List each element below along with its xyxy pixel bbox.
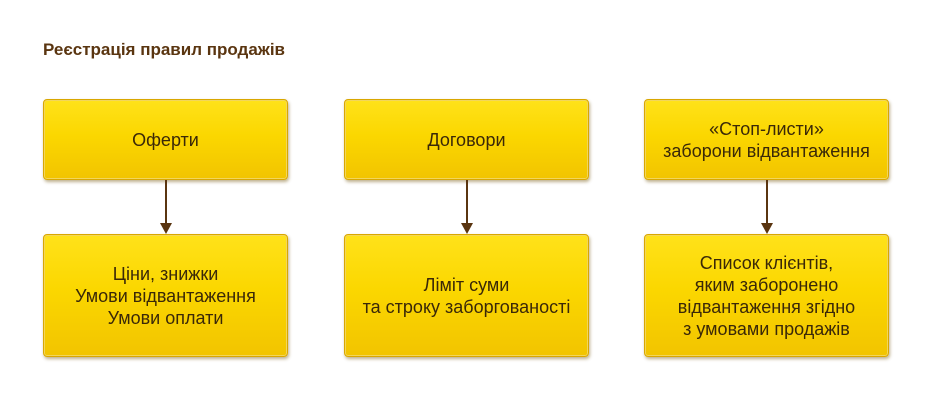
offers-details-box: Ціни, знижки Умови відвантаження Умови о… bbox=[43, 234, 288, 357]
diagram-title: Реєстрація правил продажів bbox=[43, 40, 286, 59]
stop-lists-box: «Стоп-листи» заборони відвантаження bbox=[644, 99, 889, 180]
arrow-down-icon bbox=[761, 180, 773, 234]
arrow-down-icon bbox=[461, 180, 473, 234]
contracts-box: Договори bbox=[344, 99, 589, 180]
stop-lists-details-box: Список клієнтів, яким заборонено відвант… bbox=[644, 234, 889, 357]
offers-box: Оферти bbox=[43, 99, 288, 180]
contracts-details-box: Ліміт суми та строку заборгованості bbox=[344, 234, 589, 357]
arrow-down-icon bbox=[160, 180, 172, 234]
